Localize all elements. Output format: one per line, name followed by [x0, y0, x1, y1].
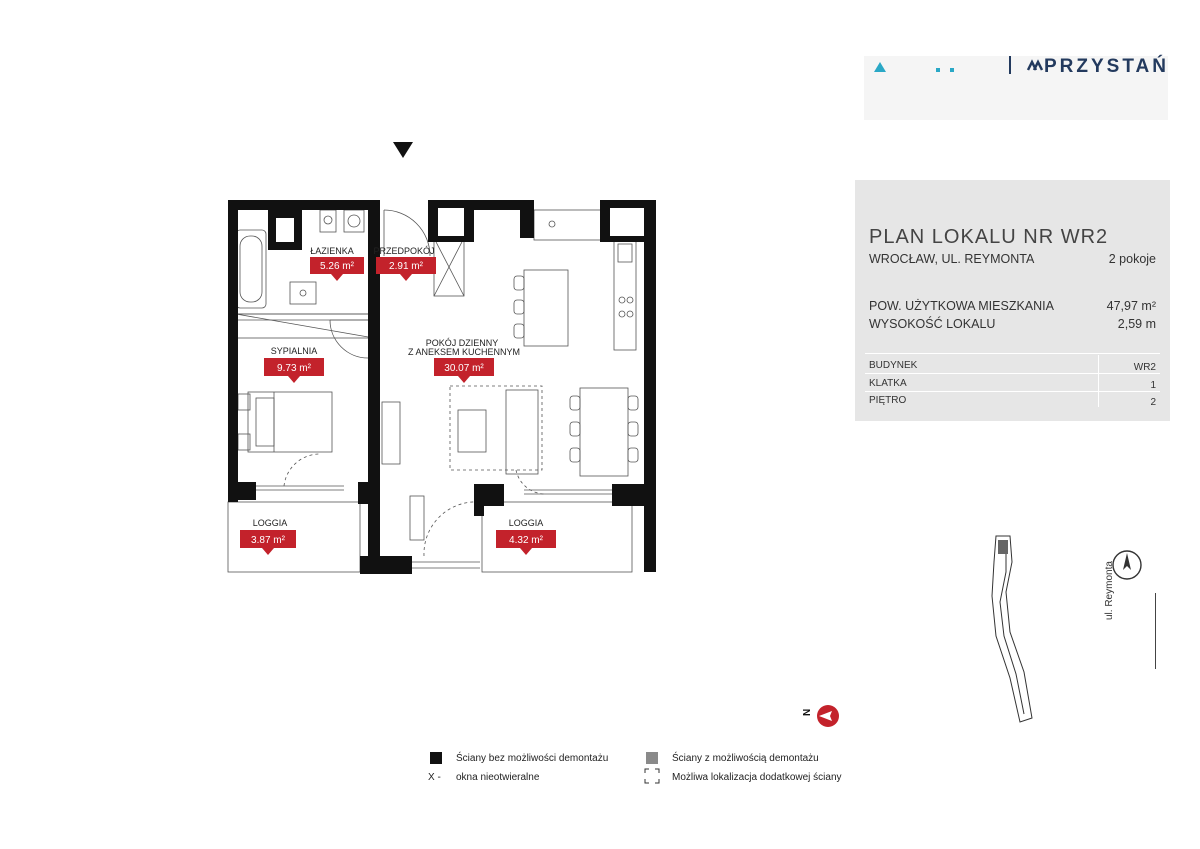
detail-label: PIĘTRO — [869, 395, 907, 406]
pokoj-area: 30.07 m² — [444, 363, 484, 374]
building-location-map — [991, 535, 1033, 723]
area-label: POW. UŻYTKOWA MIESZKANIA — [869, 299, 1054, 313]
legend-fixed-walls: Ściany bez możliwości demontażu — [456, 753, 609, 764]
apartment-location-marker — [998, 540, 1008, 554]
loggia2-area: 4.32 m² — [509, 535, 544, 546]
info-panel: PLAN LOKALU NR WR2 1/2/5/2a WROCŁAW, UL.… — [855, 180, 1170, 421]
przedpokoj-name: PRZEDPOKÓJ — [373, 246, 434, 256]
compass-icon: N — [802, 705, 839, 727]
area-value: 47,97 m² — [1106, 299, 1156, 313]
dashed-wall-icon — [644, 768, 660, 784]
pokoj-name-2: Z ANEKSEM KUCHENNYM — [408, 347, 520, 357]
pokoj-name-1: POKÓJ DZIENNY — [426, 338, 499, 348]
height-value: 2,59 m — [1117, 317, 1156, 331]
detail-value: WR2 — [1133, 362, 1156, 373]
north-arrow-icon — [1112, 550, 1142, 580]
sypialnia-area: 9.73 m² — [277, 363, 312, 374]
floor-plan: ŁAZIENKA PRZEDPOKÓJ POKÓJ DZIENNY Z ANEK… — [227, 200, 656, 574]
legend-x-symbol: X - — [428, 772, 441, 783]
developer-logo-icon — [874, 56, 1044, 74]
loggia1-area: 3.87 m² — [251, 535, 286, 546]
entrance-arrow-icon — [393, 142, 413, 158]
logo-area — [864, 56, 1168, 120]
fixed-wall-swatch — [430, 752, 442, 764]
legend-extra-wall: Możliwa lokalizacja dodatkowej ściany — [672, 772, 842, 783]
detail-label: KLATKA — [869, 378, 907, 389]
panel-title: PLAN LOKALU NR WR2 1/2/5/2a — [869, 228, 1109, 244]
removable-wall-swatch — [646, 752, 658, 764]
brand-name: PRZYSTAŃ — [1044, 56, 1169, 77]
detail-label: BUDYNEK — [869, 360, 918, 371]
detail-value: 1 — [1150, 380, 1156, 391]
street-label: ul. Reymonta — [1104, 561, 1115, 620]
street-line — [1155, 593, 1156, 669]
przedpokoj-area: 2.91 m² — [389, 261, 424, 272]
legend-removable-walls: Ściany z możliwością demontażu — [672, 753, 819, 764]
north-letter: N — [802, 709, 813, 716]
rooms-count: 2 pokoje — [1108, 252, 1156, 266]
city-address: WROCŁAW, UL. REYMONTA — [869, 252, 1035, 266]
legend-fixed-windows: okna nieotwieralne — [456, 772, 540, 783]
lazienka-area: 5.26 m² — [320, 261, 355, 272]
loggia1-name: LOGGIA — [253, 518, 288, 528]
sypialnia-name: SYPIALNIA — [271, 346, 318, 356]
height-label: WYSOKOŚĆ LOKALU — [869, 317, 996, 331]
detail-value: 2 — [1150, 397, 1156, 408]
lazienka-name: ŁAZIENKA — [310, 246, 354, 256]
loggia2-name: LOGGIA — [509, 518, 544, 528]
